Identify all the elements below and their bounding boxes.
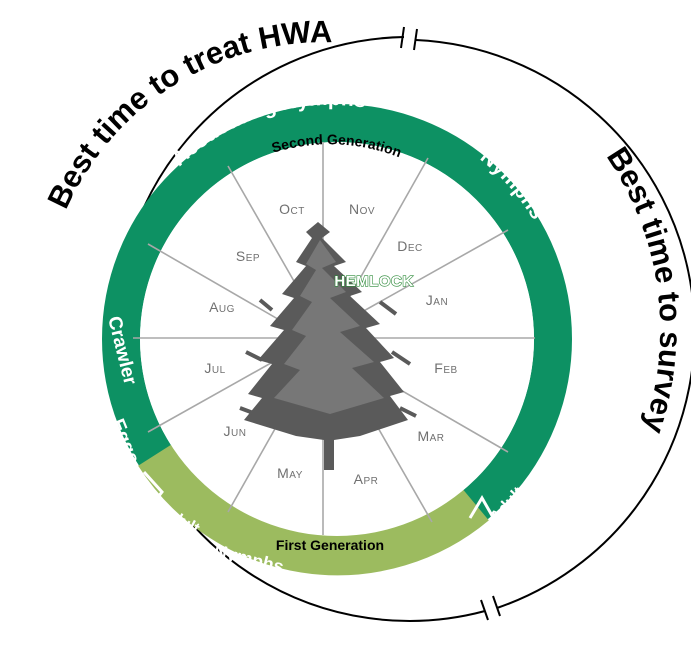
month-nov: Nov [349, 201, 375, 217]
month-aug: Aug [209, 299, 235, 315]
month-mar: Mar [417, 428, 444, 444]
month-labels: Oct Nov Dec Jan Feb Mar Apr May Jun Jul … [204, 201, 457, 487]
first-generation-title: First Generation [276, 537, 384, 553]
outer-ring-arc-survey [415, 39, 691, 609]
ring-break-marker-top-left [400, 26, 405, 49]
ring-break-marker-top-right [413, 28, 418, 51]
ring-break-marker-bottom-left [480, 599, 489, 621]
month-jun: Jun [224, 423, 247, 439]
hemlock-tree-image [239, 222, 417, 470]
first-generation-ring [138, 444, 489, 576]
month-dec: Dec [397, 238, 423, 254]
arrow-chevron-left [142, 470, 164, 511]
month-oct: Oct [279, 201, 305, 217]
hemlock-label: HEMLOCK [334, 273, 413, 290]
stage-crawler-first: Crawler [309, 575, 377, 602]
month-may: May [277, 465, 303, 481]
best-time-to-survey-label: Best time to survey [600, 141, 688, 439]
ring-break-marker-bottom-right [492, 595, 501, 617]
generation-ring [102, 104, 572, 576]
month-jan: Jan [426, 292, 448, 308]
month-jul: Jul [204, 360, 225, 376]
month-feb: Feb [434, 360, 457, 376]
arrow-chevron-right [468, 495, 500, 527]
month-apr: Apr [354, 471, 379, 487]
month-sep: Sep [236, 248, 260, 264]
